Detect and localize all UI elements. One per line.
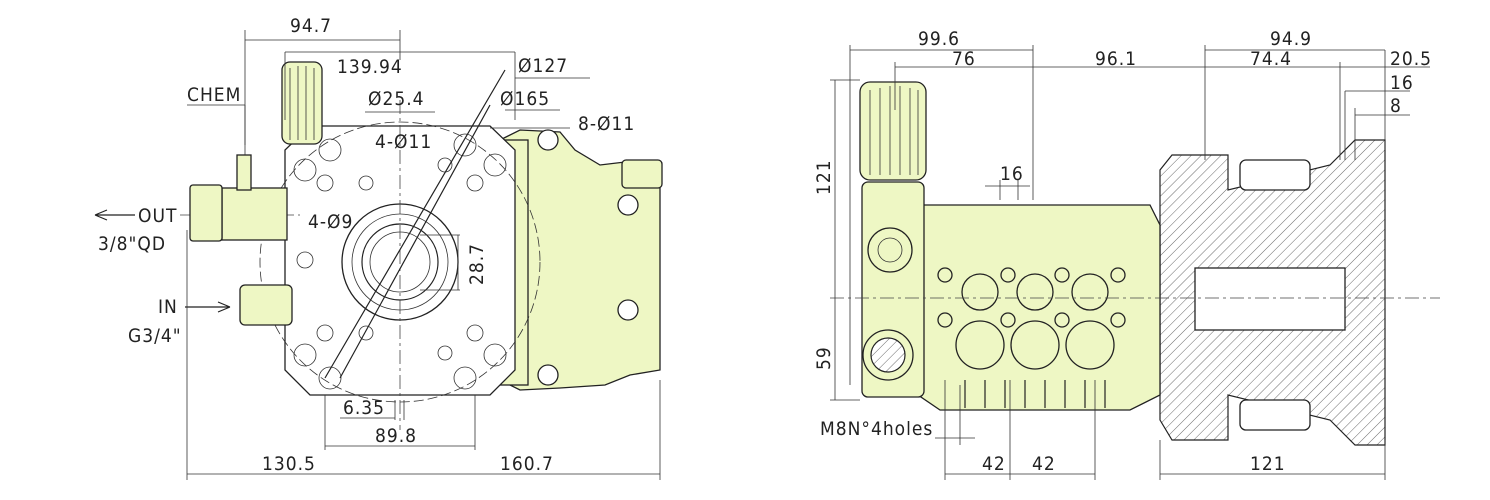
dim-42-b: 42 [1032,453,1056,475]
chem-injector [236,154,252,191]
dim-94-7: 94.7 [290,15,332,37]
inlet-fitting [239,284,293,326]
dim-28-7: 28.7 [466,243,488,285]
dim-139-94: 139.94 [337,56,403,78]
dim-8: 8 [1390,95,1402,117]
dim-89-8: 89.8 [375,425,417,447]
plunger-ports [937,267,1126,370]
dim-16-top: 16 [1390,72,1414,94]
dim-8-holes-11: 8-Ø11 [578,113,635,135]
crank-line [324,69,506,379]
cooling-fins [964,380,1106,408]
label-out: OUT [138,205,177,227]
out-arrow-icon [94,209,135,221]
dim-99-6: 99.6 [918,28,960,50]
label-mount-holes: M8N°4holes [820,418,933,440]
side-view: 99.6 76 96.1 94.9 74.4 20.5 16 8 16 121 … [813,28,1440,480]
in-arrow-icon [185,301,231,313]
dim-94-9: 94.9 [1270,28,1312,50]
dim-76: 76 [952,48,976,70]
dim-dia-25-4: Ø25.4 [368,88,425,110]
label-out-spec: 3/8"QD [98,233,166,255]
front-view: 94.7 139.94 Ø127 Ø165 Ø25.4 8-Ø11 4-Ø11 … [94,15,663,480]
label-in-spec: G3/4" [128,325,182,347]
quick-disconnect [189,184,223,242]
dim-96-1: 96.1 [1095,48,1137,70]
dim-20-5: 20.5 [1390,48,1432,70]
dim-4-holes-9: 4-Ø9 [308,211,353,233]
dim-130-5: 130.5 [262,453,316,475]
gearbox-housing [499,129,661,391]
bolt-holes [293,133,507,390]
dim-4-holes-11: 4-Ø11 [375,131,432,153]
dim-121-vertical: 121 [813,159,835,195]
dim-121-horizontal: 121 [1250,453,1286,475]
unloader-knob [281,61,323,145]
dim-42-a: 42 [982,453,1006,475]
label-chem: CHEM [187,84,241,106]
unloader-knob-side [859,81,927,181]
label-in: IN [158,296,178,318]
dim-16-mid: 16 [1000,163,1024,185]
dim-6-35: 6.35 [343,397,385,419]
dim-dia-165: Ø165 [500,88,550,110]
outlet-manifold [221,187,288,241]
dim-74-4: 74.4 [1250,48,1292,70]
shaft-bore [1194,267,1346,331]
dim-59: 59 [813,346,835,370]
dim-dia-127: Ø127 [518,55,568,77]
dim-160-7: 160.7 [500,453,554,475]
breather-cap [621,159,663,189]
